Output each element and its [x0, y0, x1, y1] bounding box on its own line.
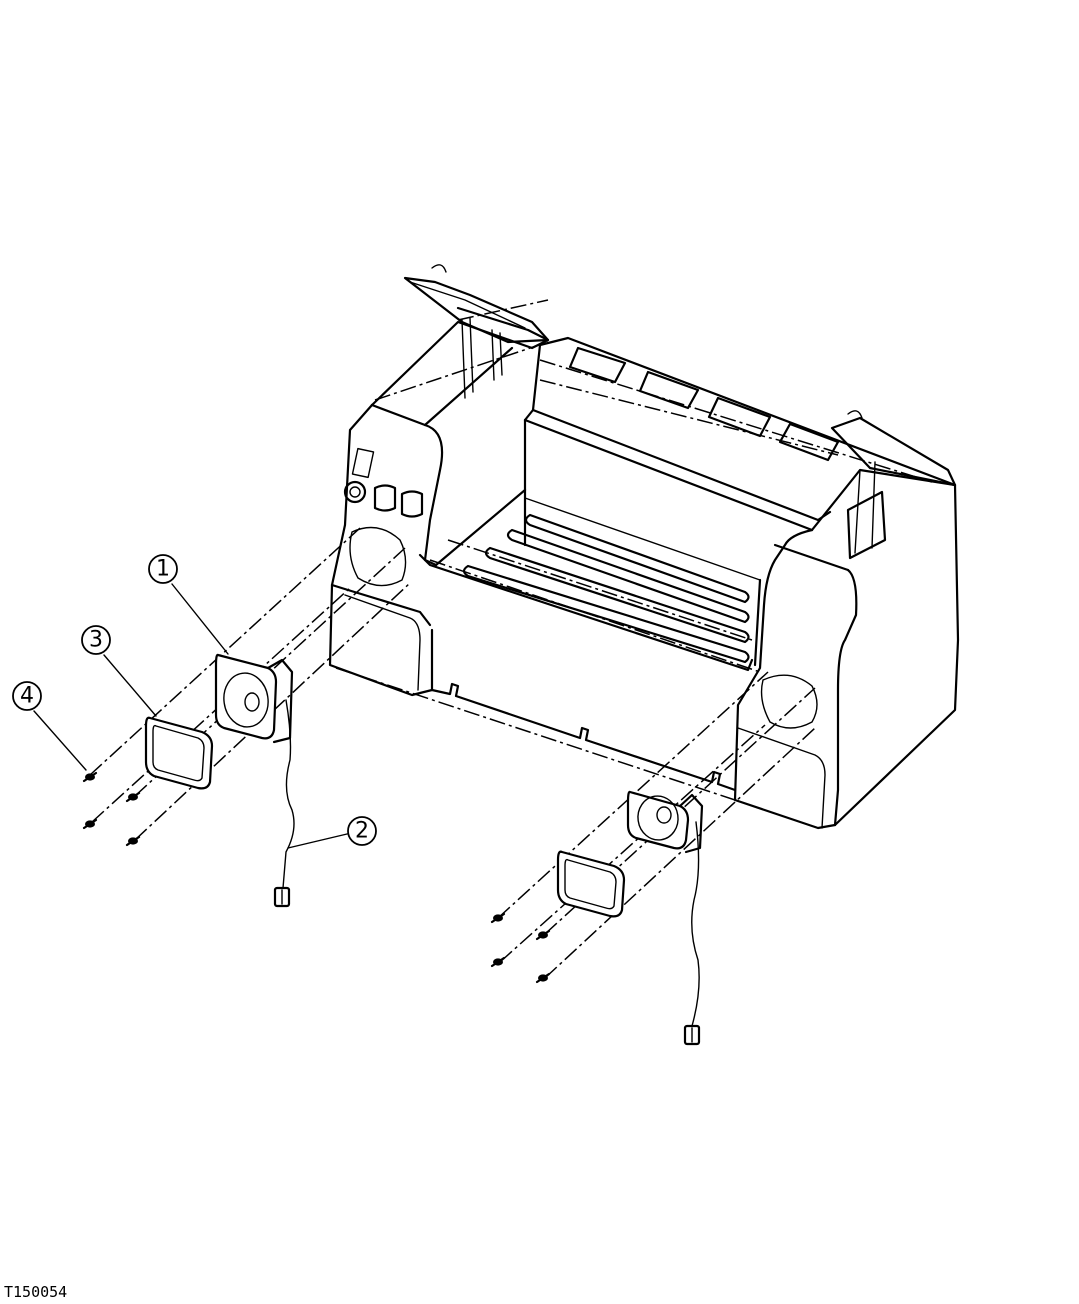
drawing-number: T150054 [4, 1283, 68, 1301]
callout-4-number: 4 [20, 684, 34, 709]
callout-1: 1 [148, 554, 229, 655]
left-screws [82, 771, 141, 847]
left-speaker-group [82, 653, 295, 908]
callout-2: 2 [287, 816, 377, 849]
callout-1-number: 1 [156, 557, 170, 582]
right-screws [490, 912, 551, 984]
right-speaker-group [490, 790, 704, 1046]
callout-3: 3 [81, 625, 157, 717]
callout-4: 4 [12, 681, 87, 771]
callout-2-number: 2 [355, 819, 369, 844]
console-assembly [328, 264, 960, 830]
callout-3-number: 3 [89, 628, 103, 653]
